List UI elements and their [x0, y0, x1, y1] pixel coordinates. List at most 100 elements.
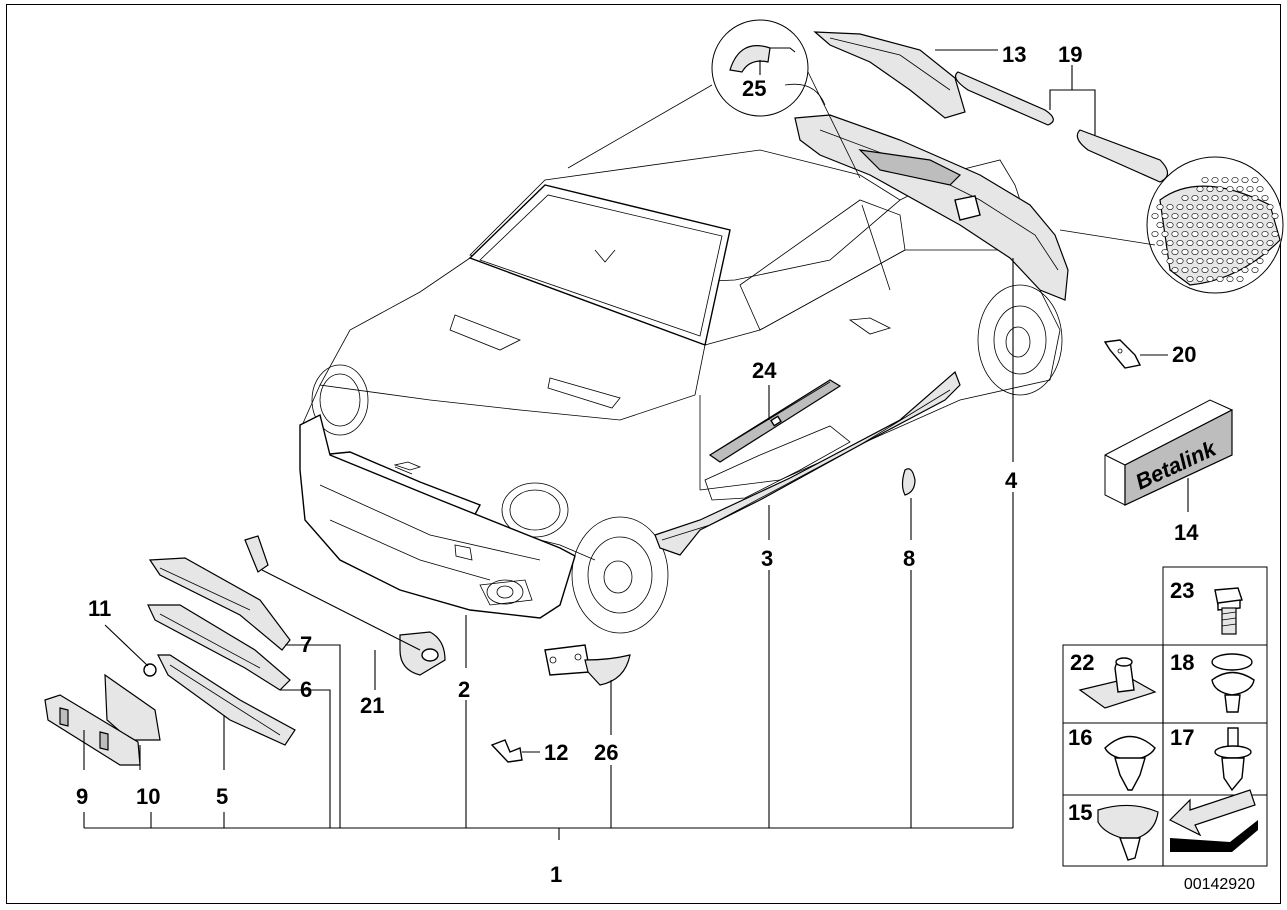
mesh-hole [1221, 249, 1229, 255]
mesh-hole [1201, 195, 1209, 201]
mesh-hole [1191, 213, 1199, 219]
mesh-hole [1266, 204, 1274, 210]
mesh-hole [1211, 195, 1219, 201]
mesh-hole [1216, 222, 1224, 228]
mesh-hole [1241, 195, 1249, 201]
mesh-hole [1201, 231, 1209, 237]
emblem-strip-lower [1076, 129, 1169, 183]
mesh-hole [1181, 213, 1189, 219]
mesh-hole [1266, 240, 1274, 246]
mesh-hole [1191, 231, 1199, 237]
mesh-hole [1231, 267, 1239, 273]
mesh-hole [1251, 213, 1259, 219]
mesh-hole [1221, 213, 1229, 219]
mesh-hole [1261, 249, 1269, 255]
part-11-plug [143, 663, 157, 677]
mesh-hole [1221, 177, 1229, 183]
part-no-16: 16 [1068, 725, 1092, 750]
nut-clip-22 [1078, 657, 1157, 709]
mesh-hole [1241, 267, 1249, 273]
mesh-hole [1216, 240, 1224, 246]
mesh-hole [1251, 177, 1259, 183]
mesh-hole [1231, 249, 1239, 255]
mesh-hole [1176, 240, 1184, 246]
fastener-grid [1062, 566, 1268, 867]
mesh-hole [1256, 186, 1264, 192]
mesh-hole [1246, 204, 1254, 210]
rear-bumper [794, 114, 1069, 301]
mesh-hole [1171, 213, 1179, 219]
mesh-hole [1156, 222, 1164, 228]
part-no-24: 24 [752, 358, 777, 383]
mesh-hole [1226, 276, 1234, 282]
push-clip-18 [1211, 653, 1255, 713]
betalink-box: Betalink [1104, 399, 1233, 506]
mesh-hole [1236, 222, 1244, 228]
mesh-hole [1206, 258, 1214, 264]
part-no-3: 3 [761, 546, 773, 571]
mesh-hole [1256, 258, 1264, 264]
part-no-4: 4 [1005, 468, 1018, 493]
mesh-hole [1261, 195, 1269, 201]
mesh-hole [1156, 240, 1164, 246]
mesh-hole [1206, 240, 1214, 246]
mesh-hole [1211, 177, 1219, 183]
mesh-hole [1176, 204, 1184, 210]
part-no-23: 23 [1170, 578, 1194, 603]
mesh-hole [1206, 276, 1214, 282]
arrow-icon [1168, 789, 1258, 852]
mesh-hole [1266, 222, 1274, 228]
mesh-hole [1196, 240, 1204, 246]
mesh-hole [1186, 276, 1194, 282]
mesh-hole [1181, 267, 1189, 273]
mesh-hole [1191, 267, 1199, 273]
part-no-7: 7 [300, 632, 312, 657]
mesh-hole [1211, 267, 1219, 273]
part-labels: 1 2 3 4 5 6 7 8 9 10 11 12 13 14 15 16 1… [76, 42, 1199, 887]
mesh-hole [1201, 177, 1209, 183]
mesh-hole [1201, 249, 1209, 255]
mesh-hole [1166, 204, 1174, 210]
part-no-8: 8 [903, 546, 915, 571]
part-no-9: 9 [76, 784, 88, 809]
mesh-hole [1251, 249, 1259, 255]
part-no-13: 13 [1002, 42, 1026, 67]
mesh-hole [1231, 195, 1239, 201]
rear-spoiler [813, 31, 966, 119]
mesh-hole [1246, 258, 1254, 264]
mesh-hole [1196, 276, 1204, 282]
expander-17 [1214, 727, 1252, 792]
mesh-hole [1221, 267, 1229, 273]
mesh-hole [1186, 258, 1194, 264]
bolt-23 [1214, 587, 1243, 635]
mesh-hole [1211, 249, 1219, 255]
mesh-hole [1151, 231, 1159, 237]
mesh-hole [1211, 213, 1219, 219]
mesh-hole [1196, 204, 1204, 210]
mesh-hole [1236, 276, 1244, 282]
mesh-hole [1186, 222, 1194, 228]
mesh-hole [1166, 240, 1174, 246]
mesh-hole [1216, 204, 1224, 210]
part-no-17: 17 [1170, 725, 1194, 750]
part-no-22: 22 [1070, 650, 1094, 675]
part-no-19: 19 [1058, 42, 1082, 67]
bracket-26 [544, 644, 631, 686]
mesh-hole [1231, 231, 1239, 237]
mesh-hole [1261, 213, 1269, 219]
mesh-hole [1176, 258, 1184, 264]
mesh-hole [1191, 195, 1199, 201]
mesh-hole [1256, 204, 1264, 210]
trim-clip-8 [901, 468, 916, 496]
mesh-hole [1256, 222, 1264, 228]
side-skirt [654, 370, 961, 556]
mesh-hole [1216, 186, 1224, 192]
mesh-hole [1216, 258, 1224, 264]
mesh-hole [1246, 240, 1254, 246]
mesh-hole [1211, 231, 1219, 237]
mesh-hole [1206, 186, 1214, 192]
mesh-hole [1246, 186, 1254, 192]
clip-20 [1103, 339, 1142, 369]
part-no-15: 15 [1068, 800, 1092, 825]
